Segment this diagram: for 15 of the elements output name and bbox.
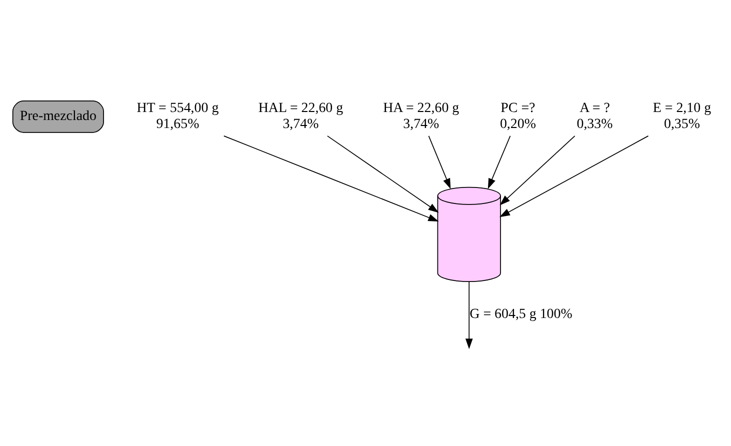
arrow [428, 136, 451, 189]
node-text: HA = 22,60 g 3,74% [383, 101, 460, 132]
node-text: E = 2,10 g 0,35% [652, 101, 712, 132]
node-box: Pre-mezclado [12, 100, 104, 133]
node-text: A = ? 0,33% [576, 101, 613, 132]
arrow [223, 136, 439, 222]
node-text: HAL = 22,60 g 3,74% [258, 101, 344, 132]
node-text: HT = 554,00 g 91,65% [136, 101, 219, 132]
arrow [488, 136, 511, 189]
edge-label: G = 604,5 g 100% [470, 307, 572, 322]
arrow [465, 281, 473, 350]
arrow [500, 136, 576, 206]
arrow [326, 136, 439, 213]
arrow [499, 136, 649, 218]
node-text: PC =? 0,20% [500, 101, 536, 132]
